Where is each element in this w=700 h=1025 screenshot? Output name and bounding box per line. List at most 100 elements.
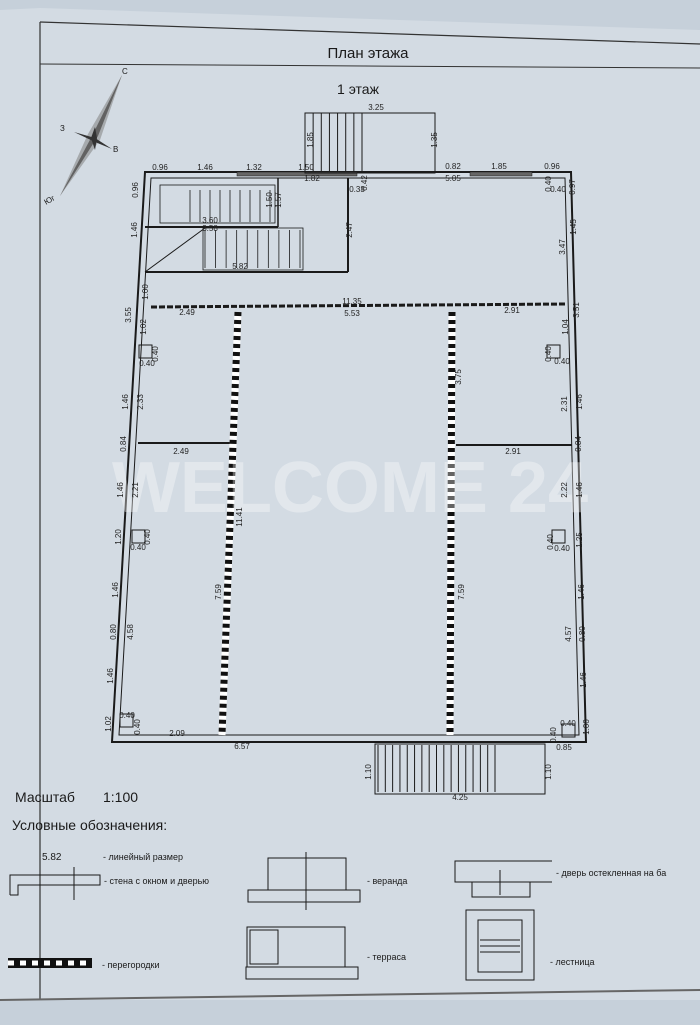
compass-north: С bbox=[122, 67, 128, 76]
dimension-label: 2.09 bbox=[169, 729, 185, 738]
dimension-label: 1.46 bbox=[579, 672, 588, 688]
dimension-label: 0.40 bbox=[119, 711, 135, 720]
dimension-label: 2.91 bbox=[505, 447, 521, 456]
dimension-label: 0.40 bbox=[549, 727, 558, 743]
title-underline bbox=[39, 63, 700, 69]
dimension-label: 1.85 bbox=[491, 162, 507, 171]
dimension-label: 1.00 bbox=[141, 284, 150, 300]
dimension-label: 0.96 bbox=[544, 162, 560, 171]
building-walls bbox=[110, 171, 588, 743]
bottom-porch-stairs bbox=[374, 743, 546, 795]
dimension-label: 7.59 bbox=[214, 584, 223, 600]
dimension-label: 0.42 bbox=[360, 175, 369, 191]
dimension-label: 1.02 bbox=[139, 319, 148, 335]
legend-sample-dimension: 5.82 bbox=[42, 852, 62, 863]
dimension-label: 1.57 bbox=[274, 192, 283, 208]
dimension-label: 1.46 bbox=[130, 222, 139, 238]
dimension-label: 7.59 bbox=[457, 584, 466, 600]
dimension-label: 1.46 bbox=[106, 668, 115, 684]
legend-linear-size: - линейный размер bbox=[103, 852, 183, 862]
dimension-label: 1.85 bbox=[306, 132, 315, 148]
dimension-label: 1.35 bbox=[430, 132, 439, 148]
dimension-label: 2.91 bbox=[504, 306, 520, 315]
dimension-label: 5.53 bbox=[344, 309, 360, 318]
dimension-label: 2.47 bbox=[345, 222, 354, 238]
dimension-label: 2.33 bbox=[136, 394, 145, 410]
compass-west: З bbox=[60, 124, 65, 133]
dimension-label: 1.50 bbox=[298, 163, 314, 172]
dimension-label: 4.57 bbox=[564, 626, 573, 642]
dimension-label: 2.22 bbox=[560, 482, 569, 498]
dimension-label: 1.46 bbox=[575, 394, 584, 410]
compass-rose-icon: С З В Юг bbox=[43, 67, 129, 207]
legend-stairs: - лестница bbox=[550, 957, 595, 967]
dimension-label: 1.50 bbox=[265, 192, 274, 208]
dimension-label: 2.31 bbox=[560, 396, 569, 412]
dimension-label: 5.05 bbox=[445, 174, 461, 183]
dimension-label: 0.40 bbox=[560, 719, 576, 728]
dimension-label: 3.47 bbox=[558, 239, 567, 255]
dimension-label: 0.40 bbox=[151, 346, 160, 362]
dimension-label: 2.49 bbox=[179, 308, 195, 317]
legend-terrace-icon bbox=[245, 926, 359, 980]
dimension-label: 0.40 bbox=[546, 534, 555, 550]
dimension-label: 1.02 bbox=[104, 716, 113, 732]
partitions bbox=[218, 311, 456, 736]
frame-top bbox=[39, 21, 700, 45]
legend-veranda: - веранда bbox=[367, 876, 407, 886]
dimension-label: 0.80 bbox=[109, 624, 118, 640]
legend-terrace: - терраса bbox=[367, 952, 406, 962]
dimension-label: 0.82 bbox=[445, 162, 461, 171]
dimension-label: 0.96 bbox=[152, 163, 168, 172]
legend-partitions: - перегородки bbox=[102, 960, 160, 970]
dimension-label: 0.40 bbox=[133, 719, 142, 735]
legend-wall-icon bbox=[9, 867, 101, 900]
dimension-label: 2.21 bbox=[131, 482, 140, 498]
legend-glazed-door: - дверь остекленная на ба bbox=[556, 868, 666, 878]
dimension-label: 3.51 bbox=[572, 302, 581, 318]
dimension-label: 0.40 bbox=[544, 346, 553, 362]
page-title: План этажа bbox=[327, 45, 409, 62]
dimension-label: 1.25 bbox=[575, 532, 584, 548]
legend-glazed-door-icon bbox=[454, 860, 552, 898]
dimension-label: 1.82 bbox=[304, 174, 320, 183]
dimension-label: 0.80 bbox=[578, 626, 587, 642]
dimension-label: 0.40 bbox=[139, 359, 155, 368]
dimension-label: 3.60 bbox=[202, 216, 218, 225]
dimension-label: 1.46 bbox=[197, 163, 213, 172]
dimension-label: 0.40 bbox=[143, 529, 152, 545]
dimension-label: 0.85 bbox=[556, 743, 572, 752]
dimension-label: 1.46 bbox=[575, 482, 584, 498]
scale-value: 1:100 bbox=[103, 789, 138, 805]
legend-title: Условные обозначения: bbox=[12, 817, 167, 833]
dimension-label: 3.25 bbox=[368, 103, 384, 112]
legend-veranda-icon bbox=[247, 852, 361, 910]
dimension-label: 11.35 bbox=[342, 297, 362, 306]
frame-bottom bbox=[0, 989, 700, 1001]
dimension-label: 1.46 bbox=[121, 394, 130, 410]
dimension-label: 1.32 bbox=[246, 163, 262, 172]
dimension-label: 2.49 bbox=[173, 447, 189, 456]
dimension-label: 6.57 bbox=[234, 742, 250, 751]
dimension-label: 1.00 bbox=[582, 719, 591, 735]
dimension-label: 4.58 bbox=[126, 624, 135, 640]
dimension-label: 1.10 bbox=[544, 764, 553, 780]
legend-stairs-icon bbox=[465, 909, 535, 981]
dimension-label: 1.04 bbox=[561, 319, 570, 335]
compass-east: В bbox=[113, 145, 118, 154]
dimension-label: 0.97 bbox=[568, 179, 577, 195]
legend-partition-icon bbox=[8, 958, 92, 968]
floor-label: 1 этаж bbox=[337, 81, 380, 97]
dimension-label: 0.40 bbox=[544, 176, 553, 192]
dimension-label: 1.45 bbox=[569, 219, 578, 235]
watermark: WELCOME 24 bbox=[112, 448, 588, 528]
dimension-label: 1.46 bbox=[577, 584, 586, 600]
columns bbox=[119, 344, 576, 738]
dimension-label: 11.41 bbox=[235, 507, 244, 527]
scale-label: Масштаб bbox=[15, 789, 75, 805]
dimension-label: 3.55 bbox=[124, 307, 133, 323]
legend-wall: - стена с окном и дверью bbox=[104, 876, 209, 886]
dimension-label: 1.10 bbox=[364, 764, 373, 780]
